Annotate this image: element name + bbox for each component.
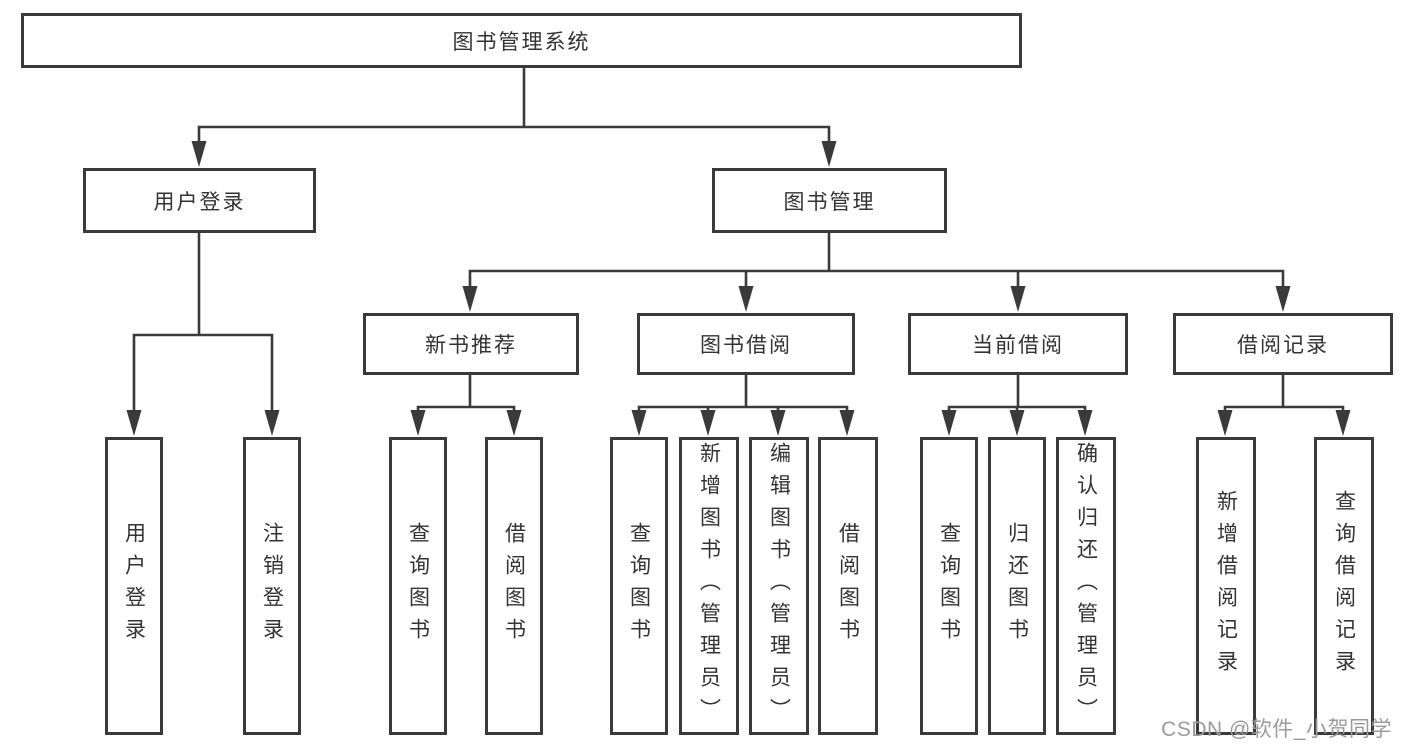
watermark: CSDN @软件_小贺同学 [1161, 718, 1392, 741]
node-root: 图书管理系统 [21, 13, 1022, 68]
leaf-query-books-borrow: 查询图书 [610, 437, 668, 735]
arrow-down-icon [462, 286, 478, 312]
node-new-book-recommend-label: 新书推荐 [425, 334, 517, 357]
arrow-down-icon [839, 410, 855, 436]
leaf-add-book-admin-label: 新增图书（管理员） [697, 442, 721, 730]
leaf-borrow-books-recommend-label: 借阅图书 [502, 522, 526, 650]
leaf-user-login-label: 用户登录 [122, 522, 146, 650]
leaf-return-books: 归还图书 [988, 437, 1046, 735]
node-user-login: 用户登录 [83, 168, 316, 233]
node-book-borrowing-label: 图书借阅 [700, 334, 792, 357]
node-book-borrowing: 图书借阅 [637, 313, 855, 375]
arrow-down-icon [1009, 410, 1025, 436]
arrow-down-icon [506, 410, 522, 436]
leaf-query-books-current: 查询图书 [920, 437, 978, 735]
node-borrowing-records-label: 借阅记录 [1237, 334, 1329, 357]
leaf-return-books-label: 归还图书 [1005, 522, 1029, 650]
leaf-confirm-return-admin-label: 确认归还（管理员） [1074, 442, 1098, 730]
arrow-down-icon [941, 410, 957, 436]
arrow-down-icon [191, 141, 207, 167]
arrow-down-icon [126, 410, 142, 436]
leaf-logout: 注销登录 [243, 437, 301, 735]
leaf-borrow-books-label: 借阅图书 [836, 522, 860, 650]
node-current-borrowing-label: 当前借阅 [972, 334, 1064, 357]
node-book-management: 图书管理 [712, 168, 947, 233]
leaf-user-login: 用户登录 [105, 437, 163, 735]
leaf-add-borrow-record: 新增借阅记录 [1196, 437, 1256, 735]
arrow-down-icon [1010, 286, 1026, 312]
leaf-add-book-admin: 新增图书（管理员） [679, 437, 739, 735]
arrow-down-icon [1217, 410, 1233, 436]
leaf-query-borrow-record: 查询借阅记录 [1314, 437, 1374, 735]
leaf-edit-book-admin: 编辑图书（管理员） [749, 437, 809, 735]
arrow-down-icon [410, 410, 426, 436]
arrow-down-icon [700, 410, 716, 436]
leaf-query-books-borrow-label: 查询图书 [627, 522, 651, 650]
leaf-query-borrow-record-label: 查询借阅记录 [1332, 490, 1356, 682]
arrow-down-icon [821, 141, 837, 167]
arrow-down-icon [770, 410, 786, 436]
leaf-logout-label: 注销登录 [260, 522, 284, 650]
leaf-borrow-books: 借阅图书 [818, 437, 878, 735]
node-current-borrowing: 当前借阅 [908, 313, 1128, 375]
arrow-down-icon [1275, 286, 1291, 312]
node-borrowing-records: 借阅记录 [1173, 313, 1393, 375]
arrow-down-icon [1335, 410, 1351, 436]
leaf-query-books-recommend-label: 查询图书 [406, 522, 430, 650]
arrow-down-icon [1077, 410, 1093, 436]
leaf-borrow-books-recommend: 借阅图书 [485, 437, 543, 735]
node-book-management-label: 图书管理 [783, 190, 876, 214]
arrow-down-icon [738, 286, 754, 312]
leaf-edit-book-admin-label: 编辑图书（管理员） [767, 442, 791, 730]
node-new-book-recommend: 新书推荐 [363, 313, 579, 375]
leaf-query-books-current-label: 查询图书 [937, 522, 961, 650]
node-user-login-label: 用户登录 [153, 190, 246, 214]
leaf-query-books-recommend: 查询图书 [389, 437, 447, 735]
leaf-add-borrow-record-label: 新增借阅记录 [1214, 490, 1238, 682]
leaf-confirm-return-admin: 确认归还（管理员） [1056, 437, 1116, 735]
node-root-label: 图书管理系统 [452, 30, 591, 54]
arrow-down-icon [631, 410, 647, 436]
arrow-down-icon [264, 410, 280, 436]
